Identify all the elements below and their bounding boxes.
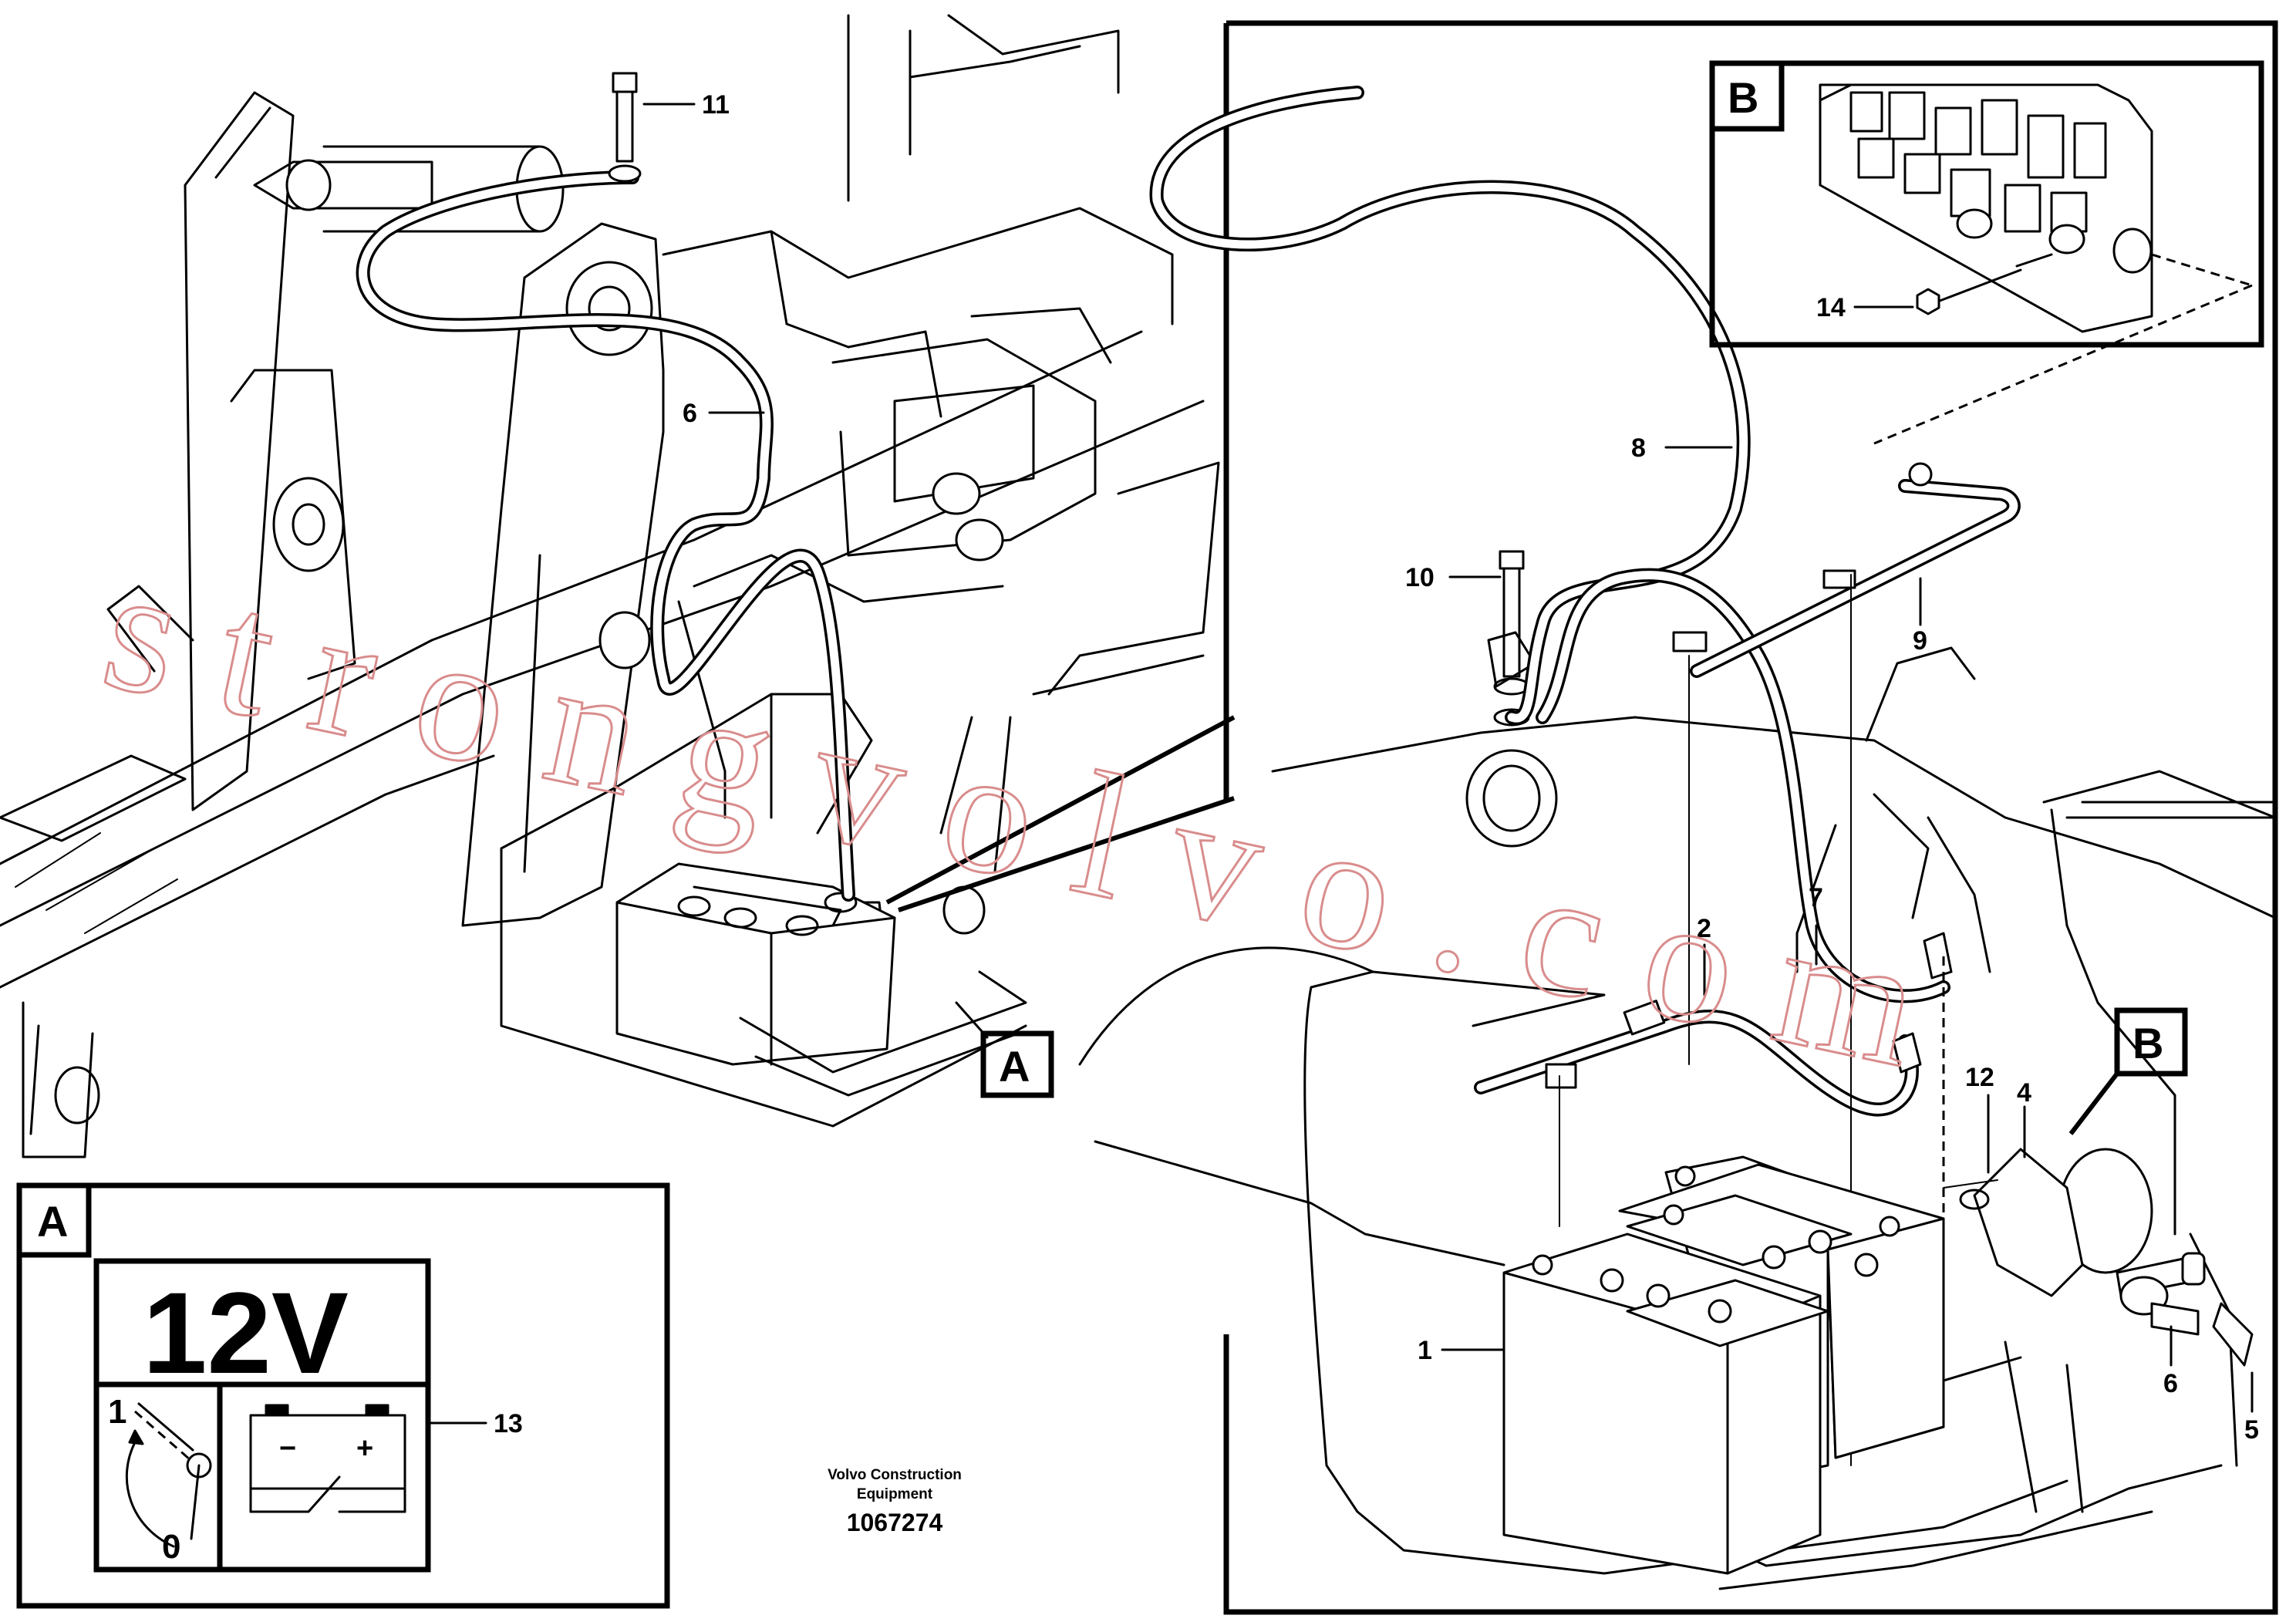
drawing-footer: Volvo Construction Equipment 1067274 (828, 1467, 962, 1536)
svg-text:−: − (279, 1432, 296, 1465)
svg-text:B: B (1728, 73, 1758, 122)
svg-text:6: 6 (683, 399, 697, 428)
svg-text:A: A (37, 1197, 68, 1246)
callout-8: 8 (1631, 433, 1733, 463)
view-b-marker: B (2068, 1007, 2188, 1135)
callout-6-right: 6 (2163, 1325, 2178, 1398)
svg-text:9: 9 (1913, 626, 1927, 656)
callout-13: 13 (426, 1409, 523, 1438)
svg-text:14: 14 (1816, 293, 1846, 322)
main-switch-symbol: 12V 1 0 − + (93, 1258, 431, 1573)
svg-text:1: 1 (108, 1393, 126, 1431)
svg-text:7: 7 (1809, 883, 1823, 912)
svg-text:10: 10 (1405, 563, 1435, 592)
callout-6-left: 6 (683, 399, 765, 428)
svg-text:A: A (999, 1042, 1030, 1091)
detail-main-panel: B (1078, 20, 2278, 1615)
publisher-line-2: Equipment (857, 1486, 933, 1502)
machine-frame-drawing (0, 14, 1236, 1158)
callout-1: 1 (1418, 1336, 1505, 1365)
svg-text:6: 6 (2163, 1369, 2178, 1398)
svg-text:4: 4 (2017, 1078, 2031, 1108)
svg-text:13: 13 (494, 1409, 523, 1438)
svg-text:5: 5 (2244, 1415, 2259, 1445)
watermark-text: strongvolvo.com (89, 528, 1981, 1114)
drawing-number: 1067274 (847, 1509, 943, 1536)
callout-11: 11 (642, 90, 730, 120)
callout-2: 2 (1697, 914, 1711, 996)
battery-group (1502, 1155, 1945, 1575)
svg-text:1: 1 (1418, 1336, 1432, 1365)
callout-9: 9 (1913, 577, 1927, 656)
callout-4: 4 (2017, 1078, 2031, 1158)
voltage-label: 12V (143, 1268, 349, 1398)
svg-text:0: 0 (162, 1528, 180, 1566)
publisher-line-1: Volvo Construction (828, 1467, 962, 1483)
svg-text:+: + (356, 1432, 373, 1465)
callout-14: 14 (1816, 293, 1914, 322)
detail-b-inset: B (1709, 60, 2264, 348)
callout-5: 5 (2244, 1371, 2259, 1445)
callout-10: 10 (1405, 563, 1502, 592)
battery-disconnect-switch (1943, 1148, 2254, 1367)
svg-text:8: 8 (1631, 433, 1646, 463)
svg-text:2: 2 (1697, 914, 1711, 943)
view-a-marker: A (955, 1001, 1054, 1098)
svg-text:12: 12 (1965, 1063, 1994, 1092)
battery-switch-icon: − + (249, 1404, 406, 1513)
svg-text:11: 11 (702, 90, 730, 120)
svg-text:B: B (2132, 1019, 2163, 1067)
callout-12: 12 (1965, 1063, 1994, 1174)
detail-a-panel: A 12V 1 0 − + (16, 1182, 670, 1609)
callout-7: 7 (1809, 883, 1823, 966)
